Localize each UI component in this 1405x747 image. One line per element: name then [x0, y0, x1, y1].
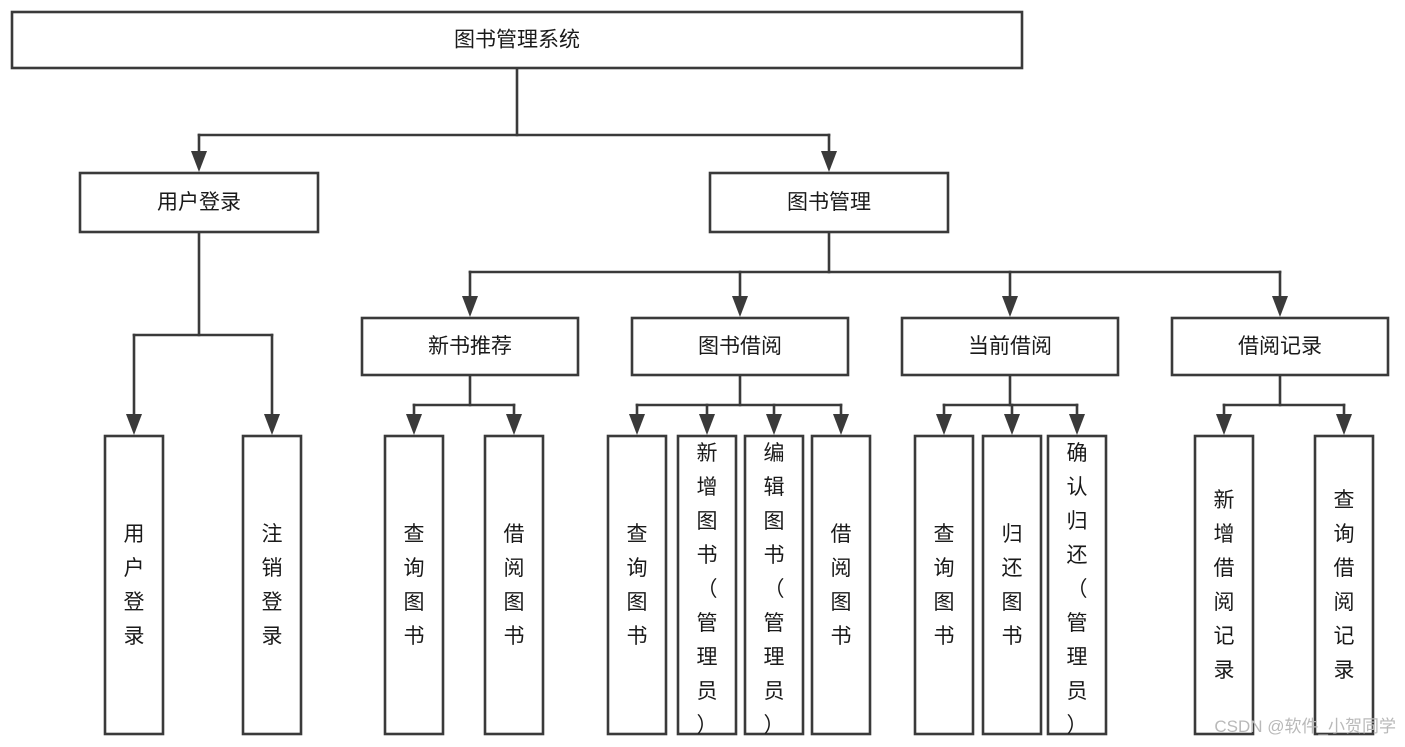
node-box	[360, 316, 580, 377]
node-root[interactable]: 图书管理系统	[10, 10, 1024, 70]
node-box	[483, 434, 545, 736]
node-leaf-rec-add[interactable]: 新增借阅记录	[1193, 434, 1255, 736]
node-box	[1193, 434, 1255, 736]
arrow-head-icon	[126, 414, 142, 435]
node-box	[900, 316, 1120, 377]
node-box	[630, 316, 850, 377]
node-label: 归还图书	[1002, 523, 1023, 648]
node-l3-record[interactable]: 借阅记录	[1170, 316, 1390, 377]
node-box	[10, 10, 1024, 70]
node-label: 图书管理	[787, 191, 871, 214]
connector-layer	[126, 66, 1352, 435]
node-label: 查询图书	[934, 523, 955, 648]
node-leaf-bq-edit[interactable]: 编辑图书（管理员）	[743, 434, 805, 737]
node-leaf-rec-query[interactable]: 查询借阅记录	[1313, 434, 1375, 736]
node-layer: 图书管理系统用户登录图书管理新书推荐图书借阅当前借阅借阅记录用户登录注销登录查询…	[10, 10, 1390, 737]
node-l2-user[interactable]: 用户登录	[78, 171, 320, 234]
arrow-head-icon	[936, 414, 952, 435]
node-label: 编辑图书（管理员）	[764, 442, 785, 737]
arrow-head-icon	[833, 414, 849, 435]
arrow-head-icon	[699, 414, 715, 435]
node-label: 图书借阅	[698, 335, 782, 358]
arrow-head-icon	[821, 151, 837, 172]
node-label: 确认归还（管理员）	[1067, 442, 1088, 737]
arrow-head-icon	[1002, 296, 1018, 317]
node-box	[606, 434, 668, 736]
node-label: 用户登录	[157, 191, 241, 214]
node-leaf-cur-confirm[interactable]: 确认归还（管理员）	[1046, 434, 1108, 737]
node-l3-current[interactable]: 当前借阅	[900, 316, 1120, 377]
node-box	[1170, 316, 1390, 377]
node-label: 注销登录	[262, 523, 283, 648]
node-leaf-cur-query[interactable]: 查询图书	[913, 434, 975, 736]
node-box	[913, 434, 975, 736]
node-box	[103, 434, 165, 736]
node-label: 新增图书（管理员）	[697, 442, 718, 737]
arrow-head-icon	[1216, 414, 1232, 435]
node-label: 查询图书	[627, 523, 648, 648]
node-label: 借阅图书	[504, 523, 525, 648]
node-leaf-bq-add[interactable]: 新增图书（管理员）	[676, 434, 738, 737]
node-label: 新增借阅记录	[1214, 489, 1235, 682]
node-box	[1046, 434, 1108, 736]
node-leaf-user-logout[interactable]: 注销登录	[241, 434, 303, 736]
arrow-head-icon	[462, 296, 478, 317]
node-box	[78, 171, 320, 234]
node-label: 查询借阅记录	[1334, 489, 1355, 682]
node-box	[1313, 434, 1375, 736]
node-box	[743, 434, 805, 736]
node-box	[383, 434, 445, 736]
node-l3-new[interactable]: 新书推荐	[360, 316, 580, 377]
node-leaf-new-borrow[interactable]: 借阅图书	[483, 434, 545, 736]
node-label: 借阅图书	[831, 523, 852, 648]
arrow-head-icon	[766, 414, 782, 435]
arrow-head-icon	[732, 296, 748, 317]
node-leaf-bq-borrow[interactable]: 借阅图书	[810, 434, 872, 736]
node-label: 当前借阅	[968, 335, 1052, 358]
arrow-head-icon	[506, 414, 522, 435]
arrow-head-icon	[1272, 296, 1288, 317]
arrow-head-icon	[406, 414, 422, 435]
arrow-head-icon	[191, 151, 207, 172]
arrow-head-icon	[1069, 414, 1085, 435]
arrow-head-icon	[1336, 414, 1352, 435]
arrow-head-icon	[1004, 414, 1020, 435]
arrow-head-icon	[264, 414, 280, 435]
node-label: 图书管理系统	[454, 29, 580, 52]
node-box	[810, 434, 872, 736]
node-label: 用户登录	[124, 523, 145, 648]
node-l2-book[interactable]: 图书管理	[708, 171, 950, 234]
node-l3-borrow[interactable]: 图书借阅	[630, 316, 850, 377]
node-label: 查询图书	[404, 523, 425, 648]
watermark-label: CSDN @软件_小贺同学	[1214, 717, 1396, 736]
node-leaf-user-login[interactable]: 用户登录	[103, 434, 165, 736]
node-box	[241, 434, 303, 736]
node-leaf-new-query[interactable]: 查询图书	[383, 434, 445, 736]
arrow-head-icon	[629, 414, 645, 435]
node-box	[981, 434, 1043, 736]
node-box	[676, 434, 738, 736]
node-label: 借阅记录	[1238, 335, 1322, 358]
node-label: 新书推荐	[428, 335, 512, 358]
node-box	[708, 171, 950, 234]
node-leaf-cur-return[interactable]: 归还图书	[981, 434, 1043, 736]
node-leaf-bq-query[interactable]: 查询图书	[606, 434, 668, 736]
